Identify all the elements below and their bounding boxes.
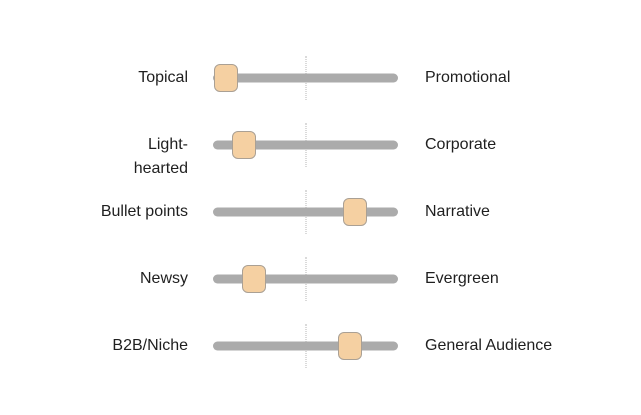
slider-thumb[interactable] xyxy=(343,197,368,226)
slider-track[interactable] xyxy=(213,207,398,216)
slider-track[interactable] xyxy=(213,341,398,350)
slider-row-topical-promotional: Topical Promotional xyxy=(0,44,641,111)
slider-track[interactable] xyxy=(213,140,398,149)
slider-lighthearted-corporate[interactable] xyxy=(213,122,398,167)
slider-left-label: Bullet points xyxy=(100,202,188,220)
slider-left-label: Light- hearted xyxy=(133,135,188,177)
slider-row-newsy-evergreen: Newsy Evergreen xyxy=(0,245,641,312)
slider-row-bulletpoints-narrative: Bullet points Narrative xyxy=(0,178,641,245)
slider-thumb[interactable] xyxy=(241,264,266,293)
slider-right-label: Evergreen xyxy=(425,269,499,287)
slider-topical-promotional[interactable] xyxy=(213,55,398,100)
slider-right-label: General Audience xyxy=(425,336,553,354)
slider-track[interactable] xyxy=(213,274,398,283)
slider-thumb[interactable] xyxy=(213,63,238,92)
slider-row-b2b-general: B2B/Niche General Audience xyxy=(0,312,641,379)
slider-row-lighthearted-corporate: Light- hearted Corporate xyxy=(0,111,641,178)
slider-right-label: Narrative xyxy=(425,202,490,220)
slider-left-label: B2B/Niche xyxy=(112,336,188,354)
slider-bulletpoints-narrative[interactable] xyxy=(213,189,398,234)
slider-track[interactable] xyxy=(213,73,398,82)
slider-b2b-general[interactable] xyxy=(213,323,398,368)
slider-left-label: Topical xyxy=(138,68,188,86)
slider-left-label: Newsy xyxy=(139,269,188,287)
slider-newsy-evergreen[interactable] xyxy=(213,256,398,301)
slider-thumb[interactable] xyxy=(337,331,362,360)
slider-right-label: Corporate xyxy=(425,135,497,153)
slider-right-label: Promotional xyxy=(425,68,511,86)
slider-thumb[interactable] xyxy=(231,130,256,159)
